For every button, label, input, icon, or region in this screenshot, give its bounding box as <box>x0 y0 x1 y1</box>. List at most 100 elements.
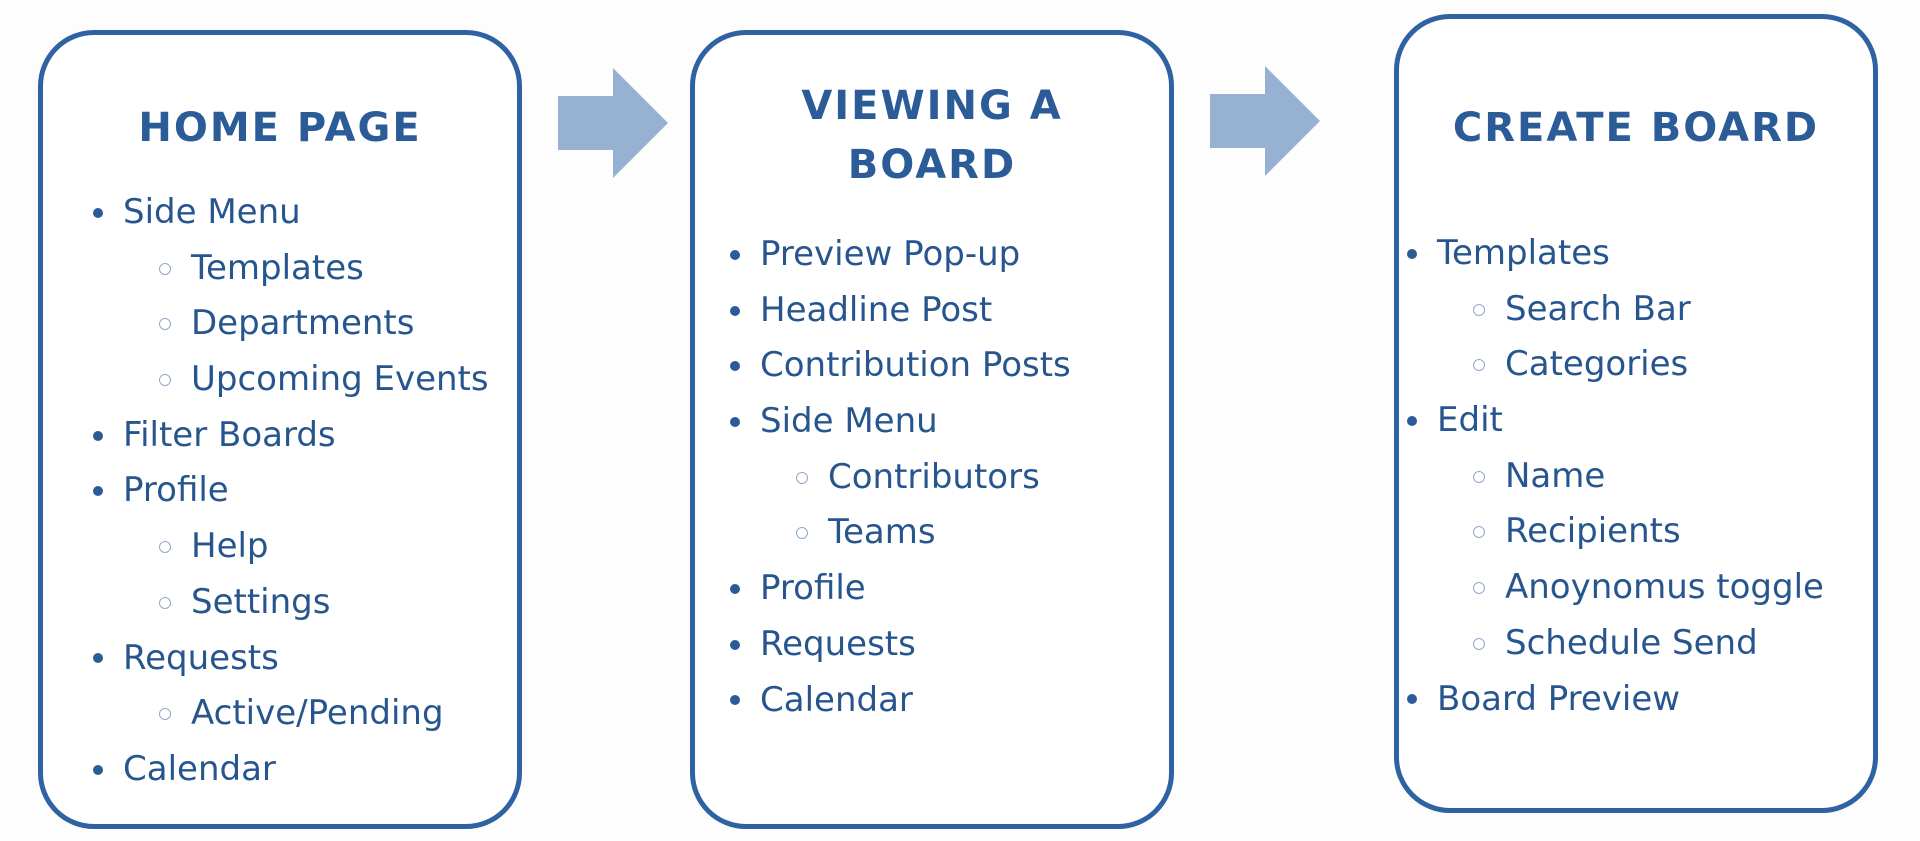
list-item-label: Side Menu <box>760 401 938 442</box>
bullet-dot-icon <box>93 653 103 664</box>
list-item-label: Edit <box>1437 400 1503 441</box>
list-item: Profile <box>730 561 1071 617</box>
list-item-label: Profile <box>760 568 866 609</box>
card-title-text: HOME PAGE <box>138 105 422 151</box>
list-item: Contribution Posts <box>730 338 1071 394</box>
list-item: Profile <box>93 463 489 519</box>
list-item: Templates <box>93 241 489 297</box>
outline-list: Preview Pop-up Headline Post Contributio… <box>730 227 1071 728</box>
list-item-label: Templates <box>1437 233 1610 273</box>
list-item-label: Contribution Posts <box>760 345 1071 386</box>
list-item: Recipients <box>1407 504 1824 560</box>
bullet-dot-icon <box>1407 415 1417 426</box>
list-item: Departments <box>93 296 489 352</box>
list-item: Settings <box>93 575 489 631</box>
bullet-circle-icon <box>796 527 808 540</box>
list-item: Requests <box>93 631 489 687</box>
card-title-line: BOARD <box>847 142 1017 188</box>
bullet-circle-icon <box>1473 637 1485 650</box>
bullet-dot-icon <box>730 416 740 427</box>
list-item: Templates <box>1407 226 1824 282</box>
list-item-label: Board Preview <box>1437 678 1681 719</box>
list-item-label: Contributors <box>828 456 1040 497</box>
list-item: Name <box>1407 449 1824 505</box>
card-title-text: CREATE BOARD <box>1452 105 1820 151</box>
list-item-label: Templates <box>191 247 364 288</box>
list-item: Anoynomus toggle <box>1407 560 1824 616</box>
bullet-circle-icon <box>1473 303 1485 316</box>
list-item-label: Name <box>1505 455 1606 496</box>
list-item-label: Filter Boards <box>123 414 336 455</box>
card-title: HOME PAGE <box>43 99 517 158</box>
list-item-label: Departments <box>191 303 415 344</box>
list-item: Teams <box>730 505 1071 561</box>
list-item: Help <box>93 519 489 575</box>
list-item: Active/Pending <box>93 686 489 742</box>
list-item: Categories <box>1407 337 1824 393</box>
list-item: Schedule Send <box>1407 616 1824 672</box>
list-item-label: Categories <box>1505 344 1689 385</box>
bullet-circle-icon <box>159 540 171 553</box>
list-item: Search Bar <box>1407 282 1824 338</box>
outline-list: Templates Search Bar Categories Edit Nam… <box>1407 226 1824 727</box>
list-item-label: Settings <box>191 581 331 622</box>
list-item: Contributors <box>730 450 1071 506</box>
list-item-label: Upcoming Events <box>191 359 489 400</box>
list-item-label: Help <box>191 526 269 567</box>
list-item: Board Preview <box>1407 672 1824 728</box>
right-arrow-icon <box>1210 66 1320 176</box>
bullet-dot-icon <box>93 207 103 218</box>
bullet-dot-icon <box>730 305 740 316</box>
right-arrow-icon <box>558 68 668 178</box>
bullet-dot-icon <box>730 361 740 372</box>
bullet-dot-icon <box>93 764 103 775</box>
bullet-circle-icon <box>1473 359 1485 372</box>
bullet-dot-icon <box>730 639 740 650</box>
bullet-circle-icon <box>159 318 171 331</box>
list-item-label: Active/Pending <box>191 693 444 734</box>
list-item-label: Search Bar <box>1505 288 1691 329</box>
list-item-label: Schedule Send <box>1505 622 1758 663</box>
bullet-dot-icon <box>730 249 740 260</box>
list-item: Preview Pop-up <box>730 227 1071 283</box>
bullet-dot-icon <box>730 695 740 706</box>
list-item: Filter Boards <box>93 408 489 464</box>
bullet-dot-icon <box>1407 248 1417 259</box>
list-item-label: Preview Pop-up <box>760 234 1021 274</box>
card-title-line: VIEWING A <box>801 83 1063 129</box>
list-item: Calendar <box>93 742 489 798</box>
bullet-dot-icon <box>93 486 103 497</box>
bullet-dot-icon <box>93 430 103 441</box>
bullet-circle-icon <box>796 471 808 484</box>
list-item: Upcoming Events <box>93 352 489 408</box>
bullet-dot-icon <box>730 583 740 594</box>
list-item: Calendar <box>730 673 1071 729</box>
card-title: VIEWING A BOARD <box>695 77 1169 195</box>
bullet-circle-icon <box>159 596 171 609</box>
list-item-label: Calendar <box>760 679 913 720</box>
card-create-board: CREATE BOARD Templates Search Bar Catego… <box>1394 14 1878 813</box>
list-item-label: Recipients <box>1505 511 1681 552</box>
list-item: Edit <box>1407 393 1824 449</box>
bullet-circle-icon <box>1473 470 1485 483</box>
bullet-circle-icon <box>1473 526 1485 539</box>
card-title: CREATE BOARD <box>1399 99 1873 158</box>
list-item: Side Menu <box>93 185 489 241</box>
bullet-circle-icon <box>159 262 171 275</box>
list-item-label: Headline Post <box>760 289 993 330</box>
list-item-label: Side Menu <box>123 192 301 232</box>
list-item-label: Calendar <box>123 748 276 789</box>
list-item: Requests <box>730 617 1071 673</box>
list-item-label: Teams <box>828 512 936 553</box>
list-item-label: Anoynomus toggle <box>1505 567 1824 608</box>
list-item: Headline Post <box>730 283 1071 339</box>
list-item-label: Requests <box>760 623 916 664</box>
bullet-circle-icon <box>159 708 171 721</box>
card-home-page: HOME PAGE Side Menu Templates Department… <box>38 30 522 829</box>
bullet-dot-icon <box>1407 694 1417 705</box>
list-item-label: Requests <box>123 637 279 678</box>
outline-list: Side Menu Templates Departments Upcoming… <box>93 185 489 798</box>
bullet-circle-icon <box>1473 581 1485 594</box>
list-item: Side Menu <box>730 394 1071 450</box>
card-viewing-a-board: VIEWING A BOARD Preview Pop-up Headline … <box>690 30 1174 829</box>
